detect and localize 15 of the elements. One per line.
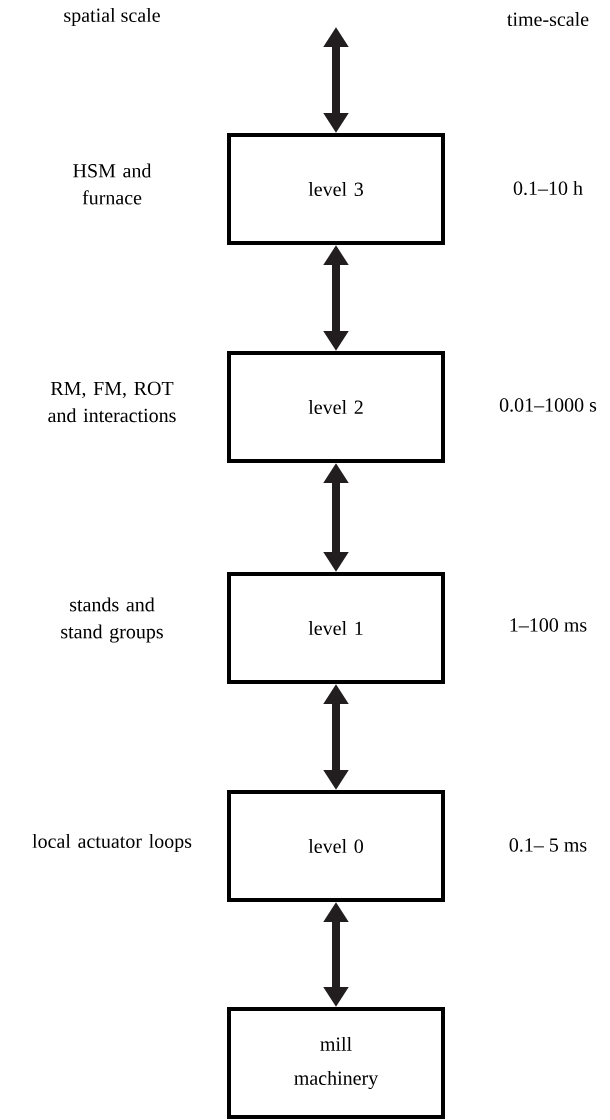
level-box: level 3 [227,133,445,245]
level-box: level 0 [227,790,445,902]
level-box: level 1 [227,572,445,684]
column-heading: time-scale [507,12,589,27]
level-box: mill machinery [227,1007,445,1119]
level-box: level 2 [227,351,445,463]
column-heading: spatial scale [64,7,160,27]
time-label: 0.1– 5 ms [509,838,587,852]
scale-label: RM, FM, ROT and interactions [48,381,176,423]
time-label: 0.01–1000 s [499,398,597,412]
time-label: 0.1–10 h [513,180,583,196]
time-label: 1–100 ms [510,618,587,632]
scale-label: stands and stand groups [61,597,163,643]
scale-label: local actuator loops [32,833,192,853]
scale-label: HSM and furnace [73,163,152,205]
